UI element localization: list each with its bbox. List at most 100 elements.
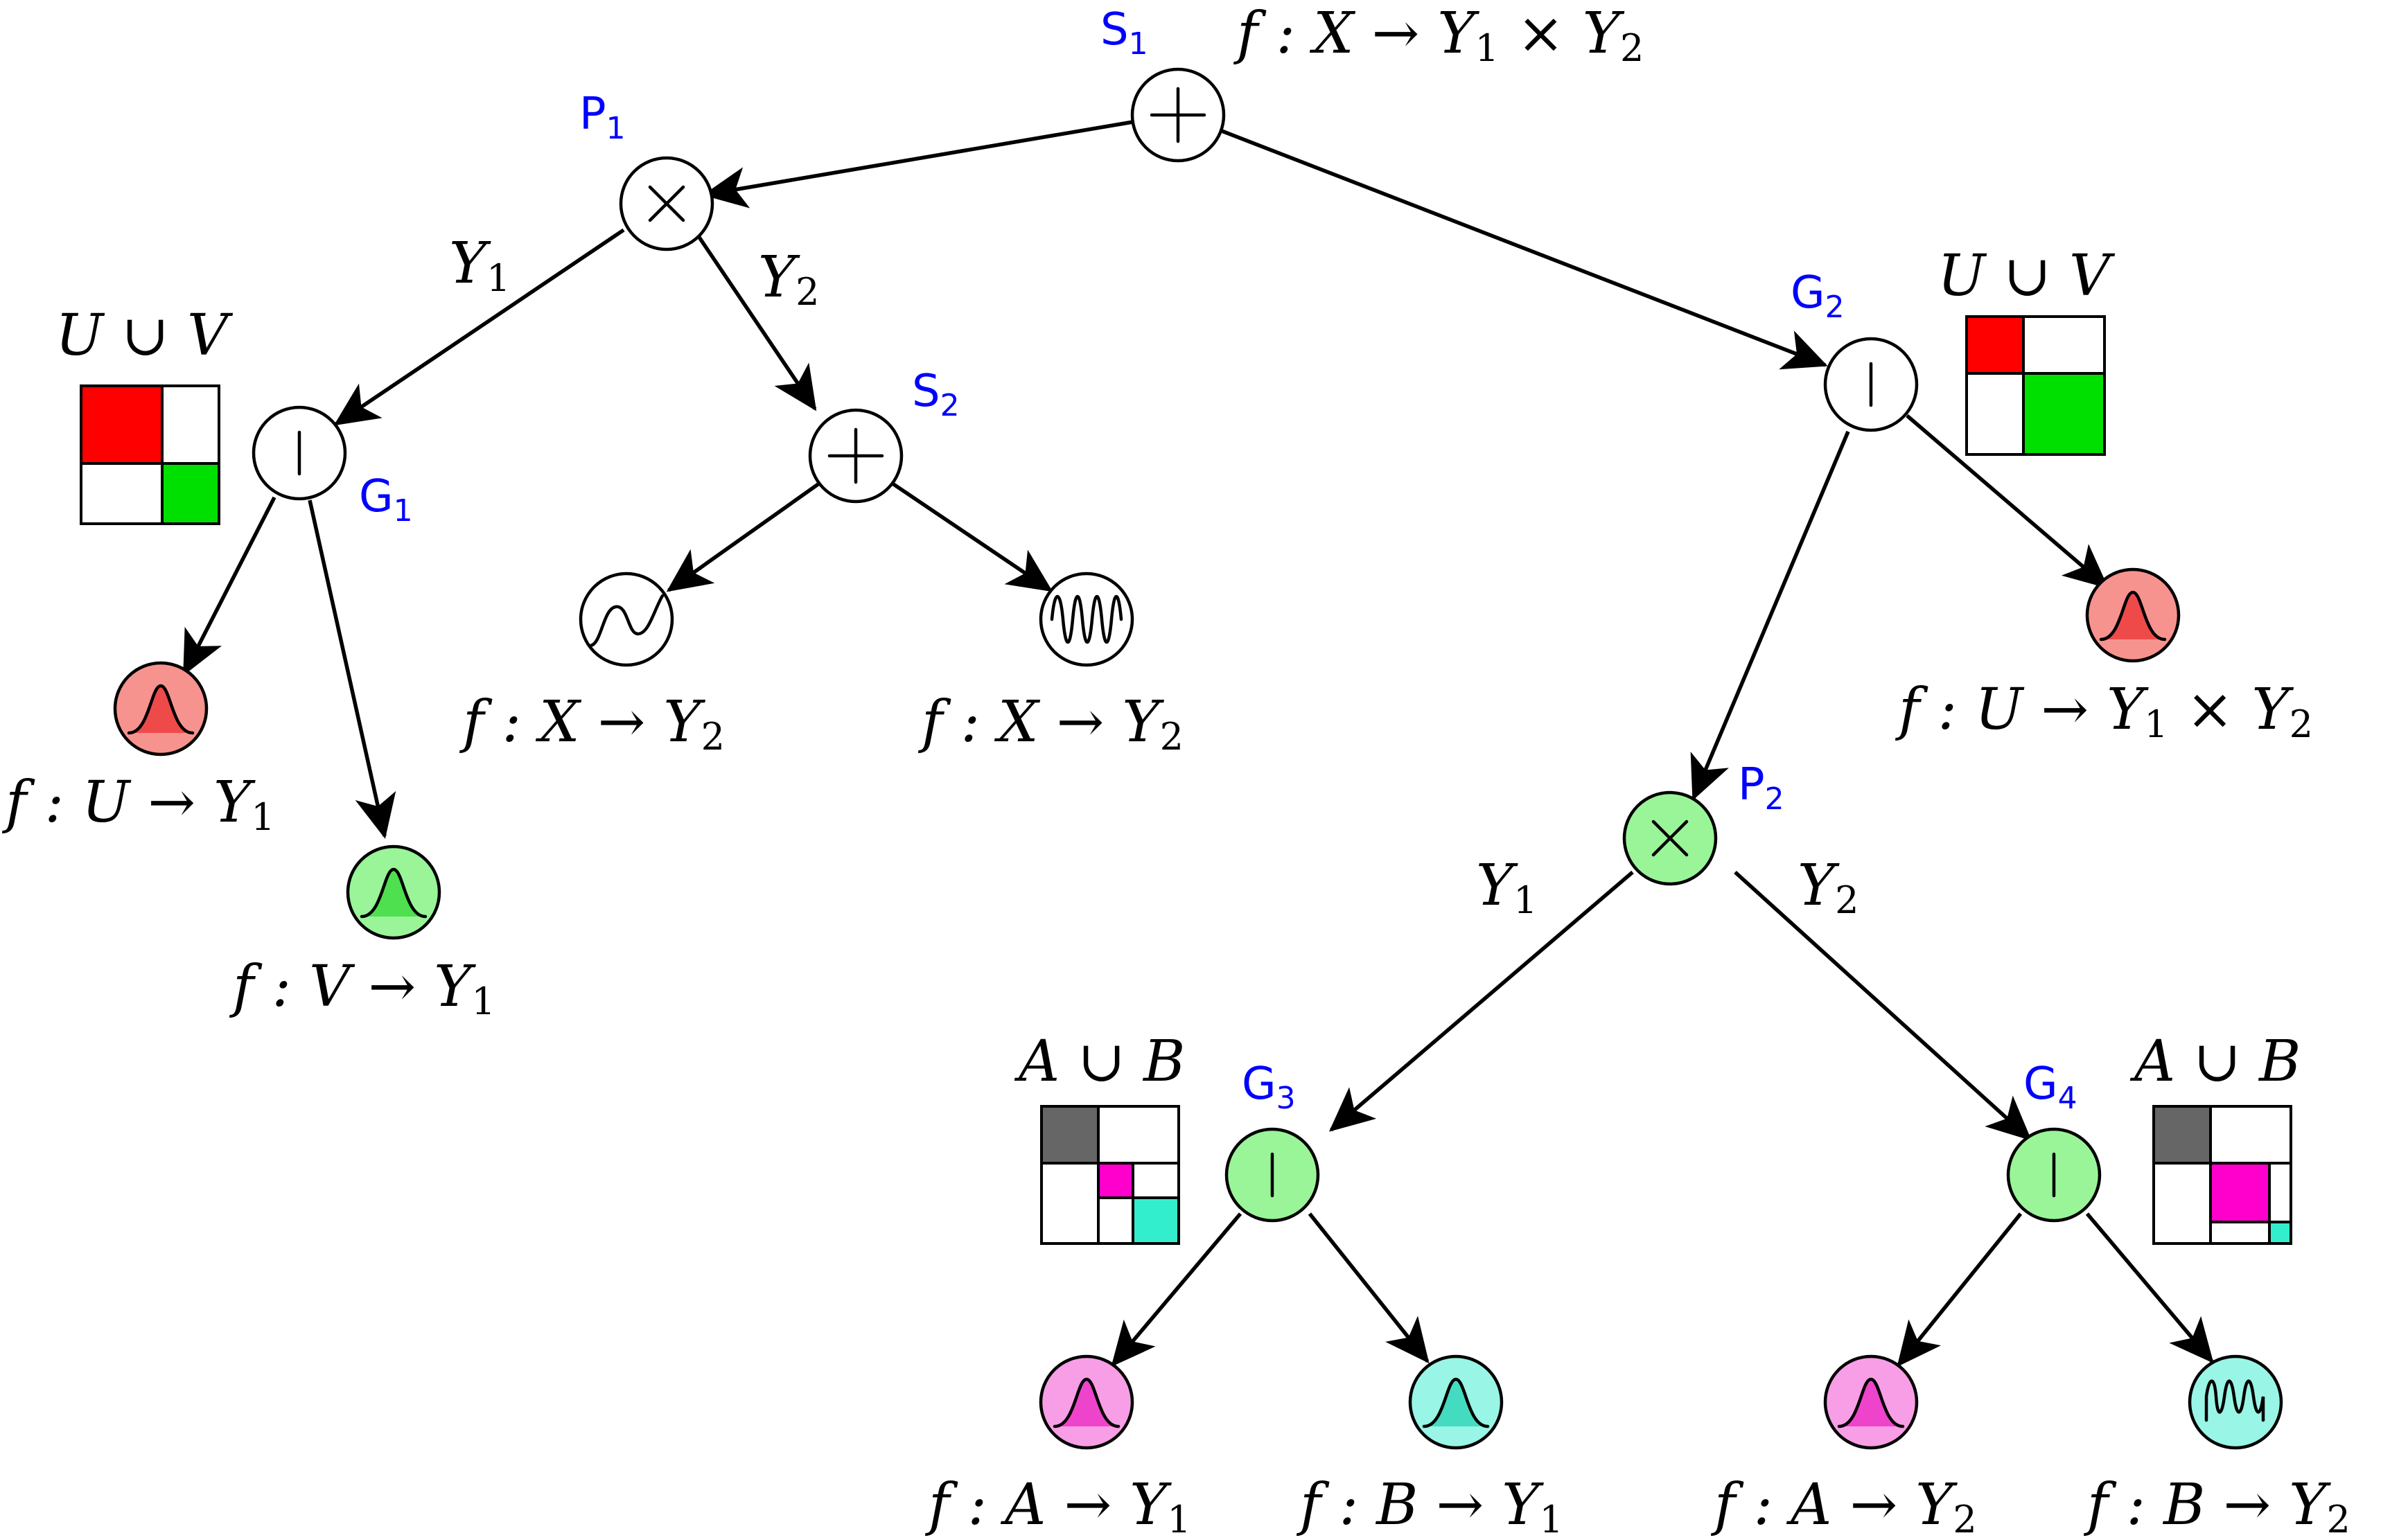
edge-label-p2-y1: Y1 [1476,853,1538,922]
grid-cell-red [80,384,164,465]
edge-s1-g2 [1218,127,1828,370]
node-label-p1: P1 [579,89,626,146]
leaf-label-g2-red: f : U → Y1 × Y2 [1895,677,2313,746]
gaussian-curve [127,684,195,735]
leaf-label-s2-left: f : X → Y2 [459,689,725,759]
leaf-g1-green [346,844,441,940]
grid-cell [1965,372,2025,456]
grid-cell [2022,315,2106,375]
edge-g1-red-leaf [182,496,276,676]
oscillation-icon [1050,594,1123,644]
edge-s2-left-leaf [666,481,820,592]
grid-cell [2209,1105,2292,1165]
node-label-p2: P2 [1738,759,1784,817]
edge-label-p1-y2: Y2 [758,245,820,314]
leaf-g4-cyan [2188,1354,2283,1450]
node-p1 [619,156,714,251]
grid-cell-cyan [1132,1196,1180,1245]
partition-grid-g4 [2152,1105,2292,1245]
partition-grid-g2 [1965,315,2106,456]
grid-cell-magenta [1097,1162,1134,1199]
grid-cell [1097,1105,1180,1165]
leaf-g4-magenta [1823,1354,1919,1450]
grid-cell [2152,1162,2212,1245]
node-s2 [808,408,904,504]
leaf-g3-magenta [1039,1354,1134,1450]
edge-label-p2-y2: Y2 [1798,853,1859,922]
gaussian-curve [1053,1377,1120,1428]
gaussian-curve [1837,1377,1905,1428]
node-p2 [1622,790,1718,886]
oscillation-icon [2204,1379,2265,1422]
leaf-label-g4-cyan: f : B → Y2 [2083,1472,2350,1540]
plus-icon [827,427,884,484]
grid-cell-cyan [2268,1221,2292,1245]
edge-g3-magenta-leaf [1111,1212,1242,1368]
root-function-signature: f : X → Y1 × Y2 [1233,1,1644,70]
leaf-s2-right [1039,572,1134,667]
grid-cell [2209,1221,2271,1245]
expert-leaf-circle [1039,572,1134,667]
edge-g4-magenta-leaf [1897,1212,2023,1368]
grid-cell [1097,1196,1134,1245]
node-s1 [1130,67,1226,163]
node-g4 [2006,1127,2102,1223]
grid-cell-green [161,462,220,525]
partition-grid-g3 [1040,1105,1180,1245]
leaf-s2-left [579,572,674,667]
node-g3 [1224,1127,1320,1223]
partition-grid-g1 [80,384,220,525]
smooth-wave-icon [588,594,665,648]
times-icon [1651,820,1689,857]
grid-cell [1132,1162,1180,1199]
partition-label-g1: U ∪ V [55,303,234,369]
leaf-label-g1-green: f : V → Y1 [229,954,495,1023]
edge-p1-s2 [696,235,817,411]
leaf-label-g4-magenta: f : A → Y2 [1710,1472,1977,1540]
edge-g1-green-leaf [308,499,396,839]
leaf-label-s2-right: f : X → Y2 [917,689,1184,759]
times-icon [648,185,685,222]
grid-cell [80,462,164,525]
gaussian-curve [360,867,428,919]
gaussian-icon [1057,1379,1116,1426]
grid-cell-magenta [2209,1162,2271,1223]
node-label-g2: G2 [1791,267,1845,325]
gaussian-icon [132,686,190,733]
grid-cell-gray [2152,1105,2212,1165]
edge-p2-g4 [1734,870,2032,1141]
leaf-label-g3-magenta: f : A → Y1 [924,1472,1191,1540]
partition-label-g2: U ∪ V [1937,243,2116,309]
edge-g3-cyan-leaf [1308,1212,1430,1364]
leaf-label-g1-red: f : U → Y1 [1,770,275,839]
node-g1 [252,405,347,501]
node-label-s2: S2 [912,366,960,423]
gaussian-curve [1422,1377,1490,1428]
grid-cell [1040,1162,1100,1245]
edge-g4-cyan-leaf [2085,1212,2214,1364]
gaussian-icon [364,869,423,917]
edge-label-p1-y1: Y1 [449,231,511,300]
grid-cell-gray [1040,1105,1100,1165]
grid-cell-red [1965,315,2025,375]
leaf-label-g3-cyan: f : B → Y1 [1296,1472,1563,1540]
gaussian-icon [2104,592,2162,639]
node-label-g1: G1 [359,471,413,529]
gaussian-curve [2099,590,2167,641]
node-label-g3: G3 [1242,1059,1296,1116]
edge-g2-red-leaf [1906,414,2109,589]
leaf-g2-red [2085,567,2181,663]
edge-s1-p1 [703,120,1134,209]
leaf-g3-cyan [1408,1354,1504,1450]
node-label-s1: S1 [1100,4,1148,62]
gaussian-icon [1842,1379,1900,1426]
edges [182,120,2214,1368]
grid-cell [2268,1162,2292,1223]
edge-p2-g3 [1328,870,1634,1132]
edge-p1-g1 [333,228,625,426]
grid-cell-green [2022,372,2106,456]
gaussian-icon [1427,1379,1485,1426]
grid-cell [161,384,220,465]
leaf-g1-red [113,661,209,756]
